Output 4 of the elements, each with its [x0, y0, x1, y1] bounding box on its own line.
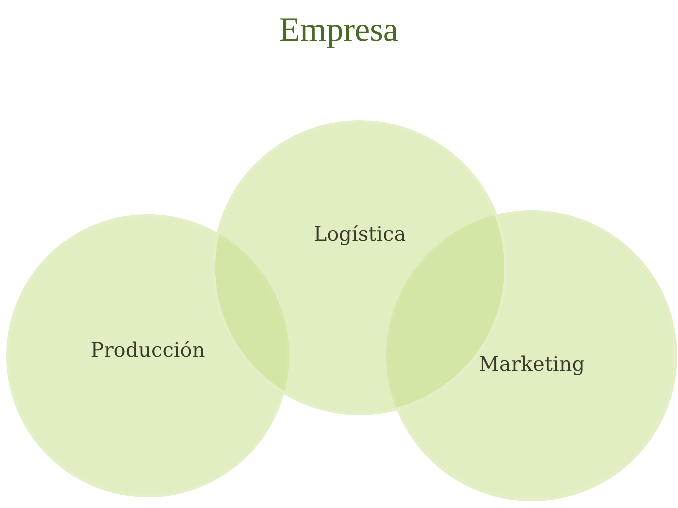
title: Empresa	[278, 12, 400, 50]
circle-label: Producción	[90, 338, 206, 362]
circle-label: Logística	[312, 222, 408, 246]
circle-label: Marketing	[478, 352, 586, 376]
